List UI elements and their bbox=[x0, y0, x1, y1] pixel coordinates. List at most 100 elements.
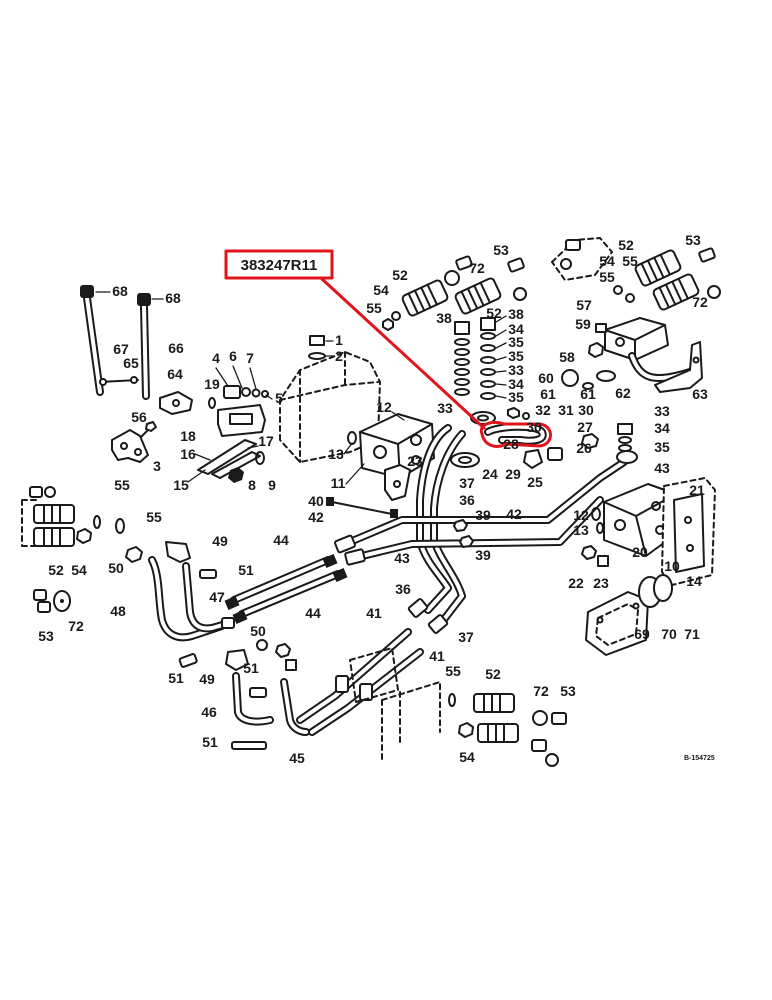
callout-label: 61 bbox=[540, 386, 556, 402]
control-valve-body bbox=[343, 411, 435, 485]
callout-label: 72 bbox=[692, 294, 708, 310]
callout-label: 19 bbox=[204, 376, 220, 392]
callout-label: 29 bbox=[505, 466, 521, 482]
valve-linkage-bracket bbox=[217, 404, 266, 437]
callout-label: 60 bbox=[538, 370, 554, 386]
callout-label: 12 bbox=[573, 507, 589, 523]
callout-label: 23 bbox=[407, 453, 423, 469]
hose-44-upper bbox=[224, 554, 338, 610]
bottom-fittings bbox=[225, 639, 297, 671]
callout-label: 56 bbox=[131, 409, 147, 425]
callout-label: 59 bbox=[575, 316, 591, 332]
callout-label: 33 bbox=[654, 403, 670, 419]
callout-label: 48 bbox=[110, 603, 126, 619]
callout-label: 23 bbox=[593, 575, 609, 591]
callout-label: 72 bbox=[68, 618, 84, 634]
callout-label: 52 bbox=[48, 562, 64, 578]
callout-labels: 68 68 67 66 65 64 56 3 1 2 4 6 7 5 19 18… bbox=[38, 232, 708, 766]
callout-label: 55 bbox=[366, 300, 382, 316]
callout-label: 44 bbox=[305, 605, 321, 621]
callout-label: 5 bbox=[275, 390, 283, 406]
callout-label: 52 bbox=[486, 305, 502, 321]
hose-coupler-top-left bbox=[382, 255, 473, 331]
control-lever-right bbox=[137, 293, 164, 400]
tube-47 bbox=[182, 562, 235, 633]
callout-label: 52 bbox=[392, 267, 408, 283]
callout-label: 40 bbox=[308, 493, 324, 509]
dashed-coupler-frame bbox=[551, 237, 613, 281]
control-lever-left bbox=[80, 285, 111, 396]
callout-label: 32 bbox=[535, 402, 551, 418]
hose-coupler-top-right-group bbox=[613, 247, 721, 311]
callout-label: 62 bbox=[615, 385, 631, 401]
callout-label: 7 bbox=[246, 350, 254, 366]
valve-support-bracket bbox=[384, 464, 411, 501]
callout-label: 35 bbox=[508, 334, 524, 350]
callout-label: 72 bbox=[533, 683, 549, 699]
callout-label: 42 bbox=[308, 509, 324, 525]
callout-label: 53 bbox=[38, 628, 54, 644]
auxiliary-valve-block bbox=[604, 317, 669, 361]
callout-label: 22 bbox=[568, 575, 584, 591]
callout-label: 20 bbox=[632, 544, 648, 560]
callout-label: 13 bbox=[573, 522, 589, 538]
callout-label: 61 bbox=[580, 386, 596, 402]
cover-plate-21 bbox=[661, 477, 716, 586]
callout-label: 41 bbox=[429, 648, 445, 664]
callout-label: 38 bbox=[508, 306, 524, 322]
callout-label: 70 bbox=[661, 626, 677, 642]
callout-label: 8 bbox=[248, 477, 256, 493]
callout-label: 50 bbox=[108, 560, 124, 576]
callout-label: 39 bbox=[475, 507, 491, 523]
callout-label: 31 bbox=[558, 402, 574, 418]
callout-label: 30 bbox=[526, 419, 542, 435]
bolt-and-washer bbox=[308, 335, 334, 360]
callout-label: 49 bbox=[212, 533, 228, 549]
callout-label: 15 bbox=[173, 477, 189, 493]
callout-label: 35 bbox=[508, 389, 524, 405]
callout-label: 41 bbox=[366, 605, 382, 621]
valve-boss bbox=[470, 407, 530, 425]
callout-label: 51 bbox=[168, 670, 184, 686]
callout-label: 51 bbox=[238, 562, 254, 578]
callout-label: 6 bbox=[229, 348, 237, 364]
callout-label: 69 bbox=[634, 626, 650, 642]
callout-label: 65 bbox=[123, 355, 139, 371]
callout-label: 54 bbox=[599, 253, 615, 269]
lock-nut bbox=[228, 467, 244, 483]
tie-rod bbox=[326, 497, 398, 518]
retaining-ring bbox=[255, 451, 265, 465]
callout-label: 3 bbox=[153, 458, 161, 474]
callout-label: 37 bbox=[459, 475, 475, 491]
callout-label: 35 bbox=[654, 439, 670, 455]
callout-label: 51 bbox=[202, 734, 218, 750]
tube-46 bbox=[232, 672, 274, 726]
callout-label: 42 bbox=[506, 506, 522, 522]
callout-label: 21 bbox=[689, 482, 705, 498]
check-valve-stack-left bbox=[454, 321, 470, 396]
callout-label: 55 bbox=[114, 477, 130, 493]
highlighted-tube-assembly bbox=[484, 422, 547, 445]
callout-label: 58 bbox=[559, 349, 575, 365]
callout-label: 30 bbox=[578, 402, 594, 418]
callout-label: 9 bbox=[268, 477, 276, 493]
tube-45 bbox=[280, 678, 310, 736]
tube-43 bbox=[344, 450, 638, 566]
callout-label: 11 bbox=[331, 475, 346, 491]
callout-label: 16 bbox=[180, 446, 196, 462]
callout-label: 28 bbox=[503, 436, 519, 452]
valve-levers bbox=[187, 439, 261, 483]
callout-label: 18 bbox=[180, 428, 196, 444]
support-plate-63 bbox=[654, 341, 703, 393]
callout-label: 34 bbox=[508, 321, 524, 337]
callout-label: 54 bbox=[459, 749, 475, 765]
seal-rings-70-71 bbox=[638, 574, 673, 608]
callout-label: 51 bbox=[243, 660, 259, 676]
hose-couplers-left bbox=[21, 486, 125, 613]
callout-label: 55 bbox=[622, 253, 638, 269]
callout-label: 43 bbox=[394, 550, 410, 566]
callout-label: 64 bbox=[167, 366, 183, 382]
callout-label: 33 bbox=[508, 362, 524, 378]
callout-label: 39 bbox=[475, 547, 491, 563]
callout-label: 44 bbox=[273, 532, 289, 548]
